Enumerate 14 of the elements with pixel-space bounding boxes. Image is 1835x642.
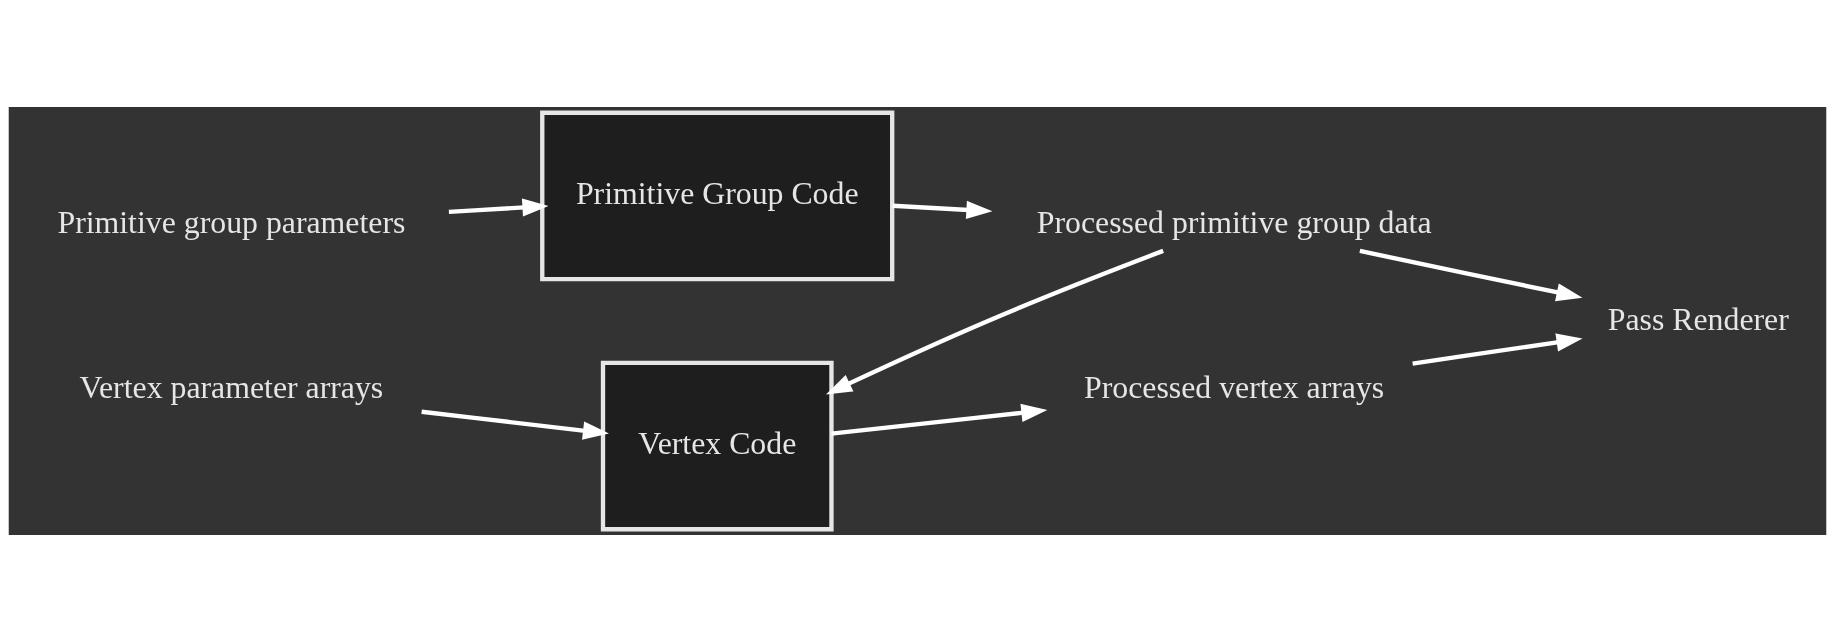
node-text: Vertex parameter arrays xyxy=(79,369,384,405)
node-text: Primitive group parameters xyxy=(57,204,406,240)
arrow xyxy=(831,403,1048,436)
arrow xyxy=(892,200,993,219)
arrow xyxy=(421,409,609,440)
node-box: Vertex Code xyxy=(600,360,834,532)
arrow xyxy=(825,248,1164,395)
node-text: Processed primitive group data xyxy=(1036,204,1432,240)
arrow xyxy=(448,198,549,217)
arrow xyxy=(1359,248,1583,302)
arrow xyxy=(1412,333,1583,366)
node-text: Processed vertex arrays xyxy=(1084,369,1385,405)
node-text: Pass Renderer xyxy=(1607,301,1789,337)
node-box: Primitive Group Code xyxy=(540,110,895,282)
